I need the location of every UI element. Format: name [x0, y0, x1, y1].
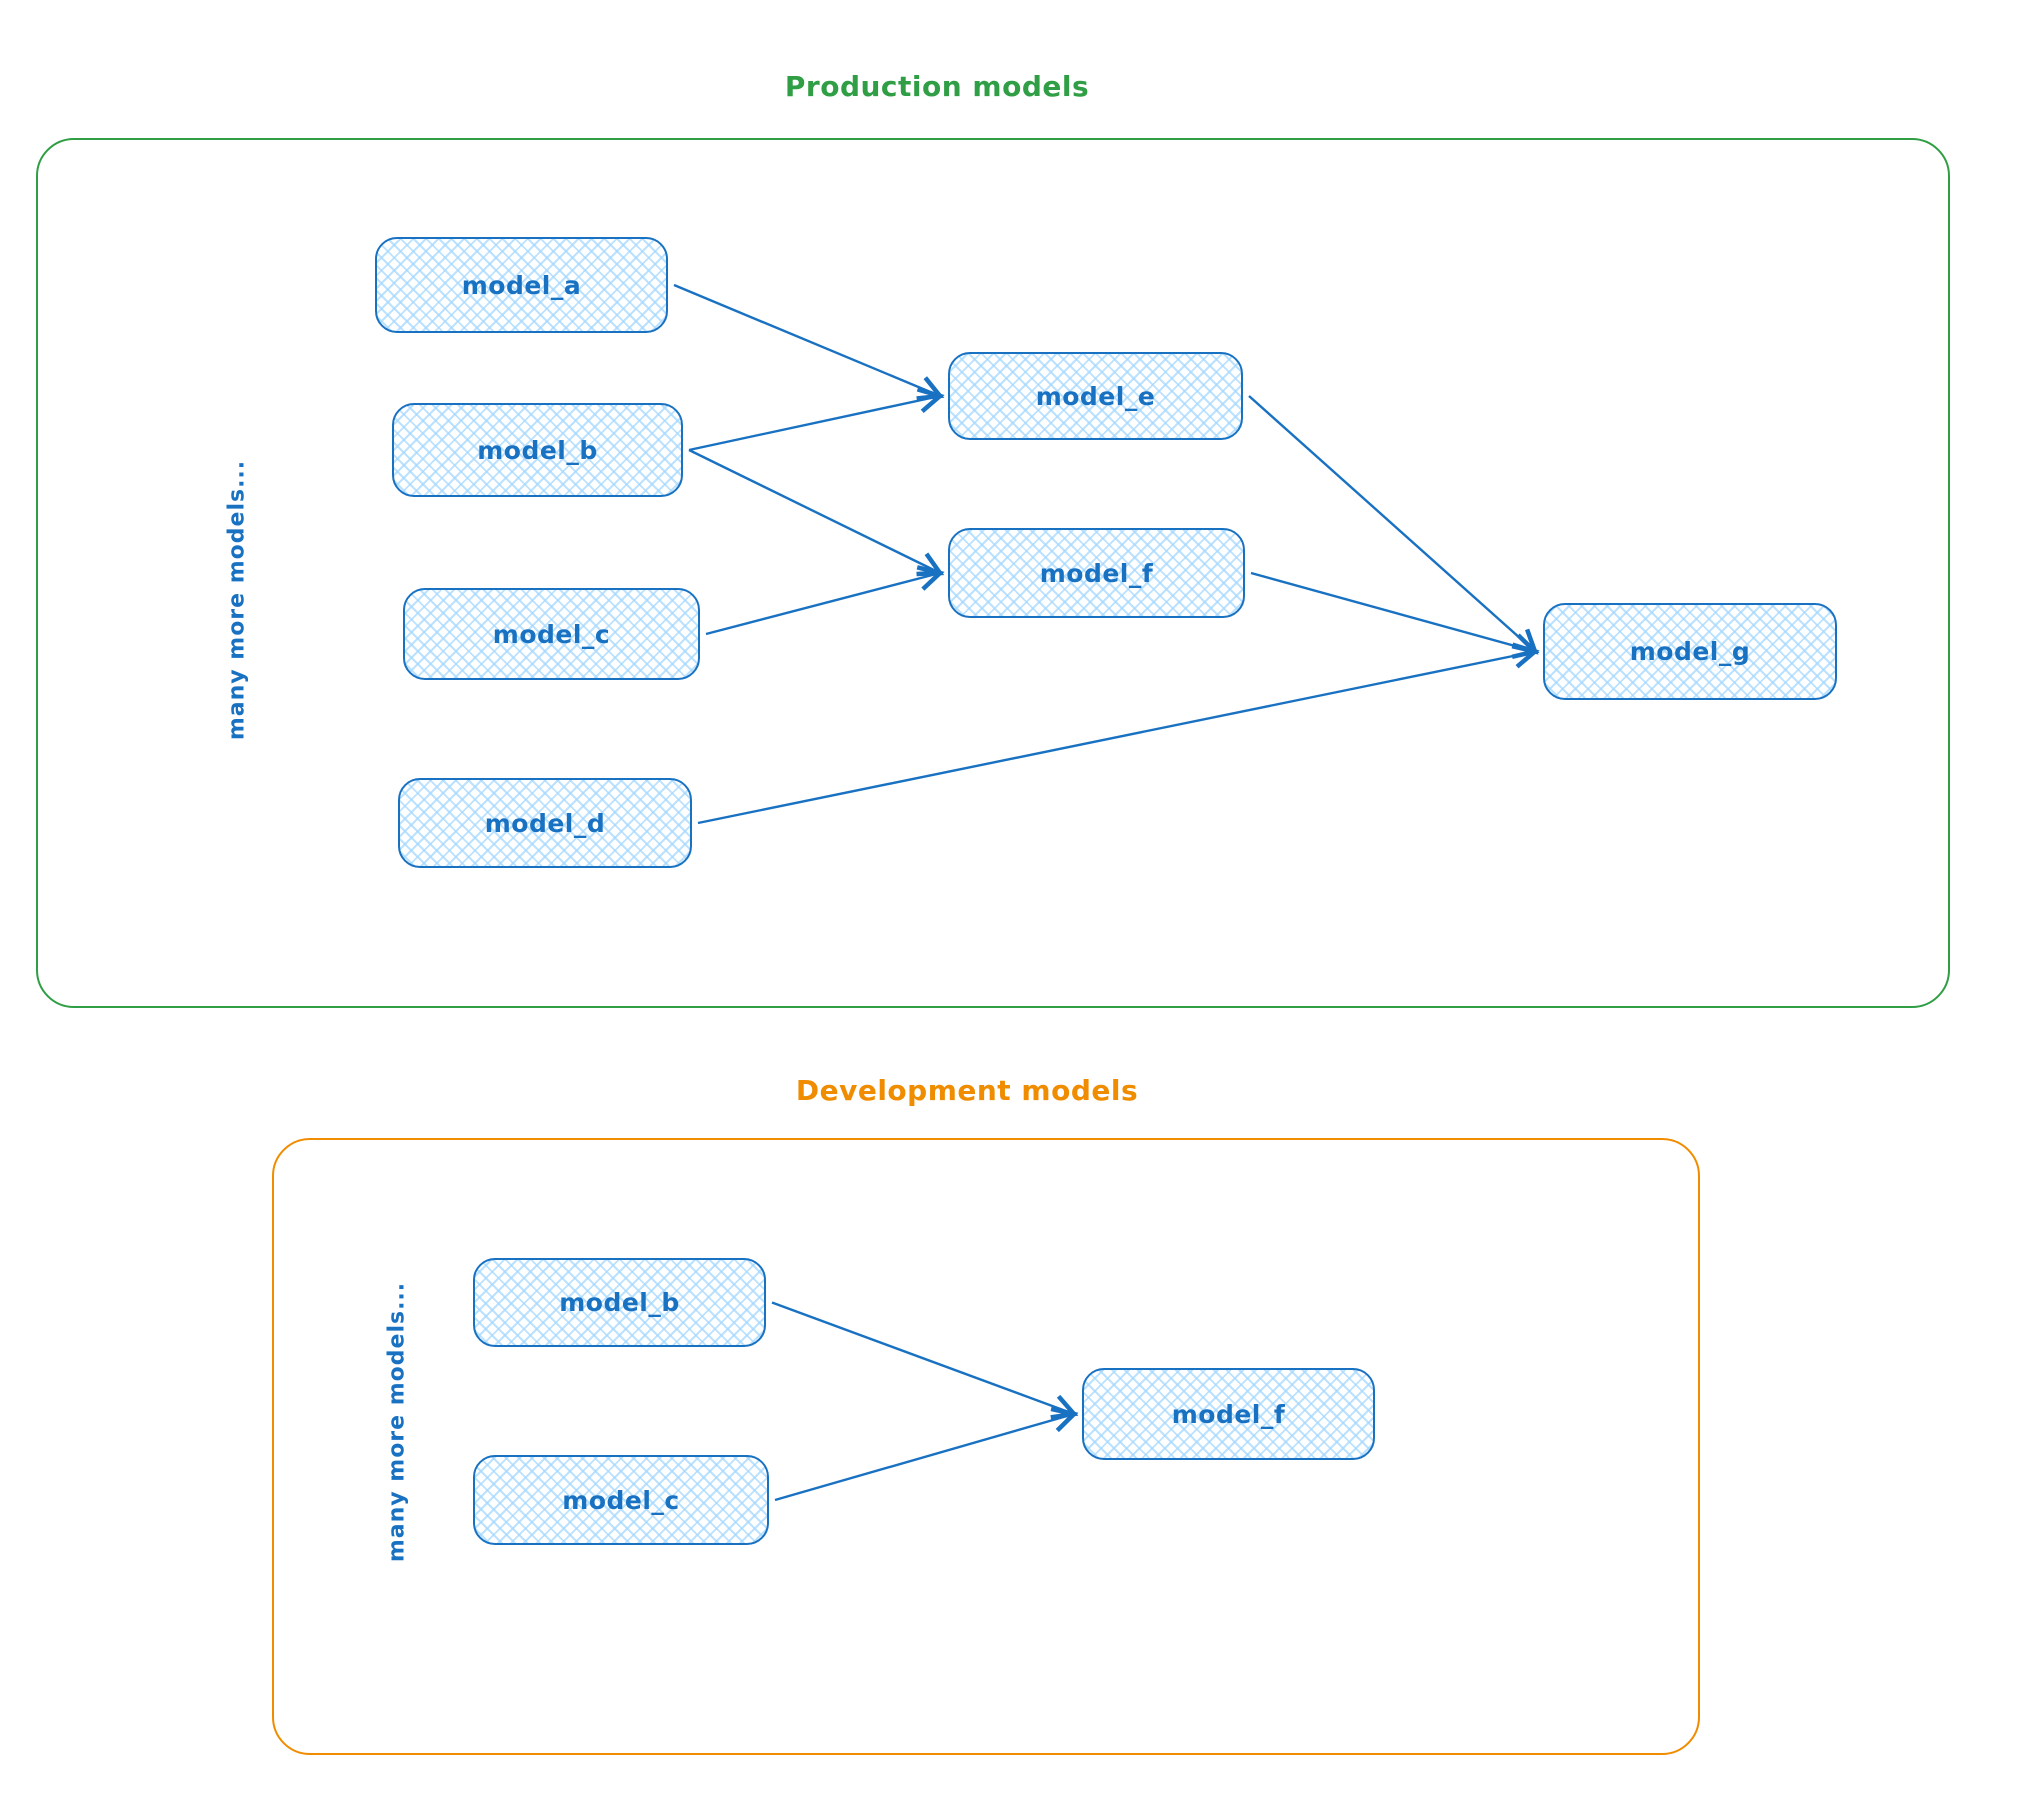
node-label-model-b-dev: model_b	[559, 1288, 680, 1317]
node-label-model-e: model_e	[1035, 381, 1156, 411]
node-model-a-production[interactable]: model_a	[375, 237, 668, 333]
node-label-model-f-dev: model_f	[1171, 1399, 1286, 1429]
development-title: Development models	[795, 1074, 1139, 1107]
node-label-model-b: model_b	[477, 435, 598, 465]
node-model-b-production[interactable]: model_b	[392, 403, 683, 497]
node-label-model-f: model_f	[1039, 558, 1154, 588]
node-model-c-production[interactable]: model_c	[403, 588, 700, 680]
node-model-b-development[interactable]: model_b	[473, 1258, 766, 1347]
node-label-model-c-dev: model_c	[562, 1485, 680, 1515]
node-label-model-d: model_d	[484, 808, 606, 838]
node-label-model-c: model_c	[492, 619, 611, 649]
node-model-g-production[interactable]: model_g	[1543, 603, 1837, 700]
node-model-d-production[interactable]: model_d	[398, 778, 692, 868]
production-title: Production models	[784, 70, 1090, 103]
production-group-frame	[36, 138, 1950, 1008]
node-model-e-production[interactable]: model_e	[948, 352, 1243, 440]
node-model-f-production[interactable]: model_f	[948, 528, 1245, 618]
development-group-frame	[272, 1138, 1700, 1755]
production-side-label: many more models...	[224, 459, 250, 741]
node-model-f-development[interactable]: model_f	[1082, 1368, 1375, 1460]
node-label-model-g: model_g	[1629, 637, 1751, 666]
development-side-label: many more models...	[384, 1281, 410, 1563]
node-label-model-a: model_a	[461, 270, 582, 300]
node-model-c-development[interactable]: model_c	[473, 1455, 769, 1545]
